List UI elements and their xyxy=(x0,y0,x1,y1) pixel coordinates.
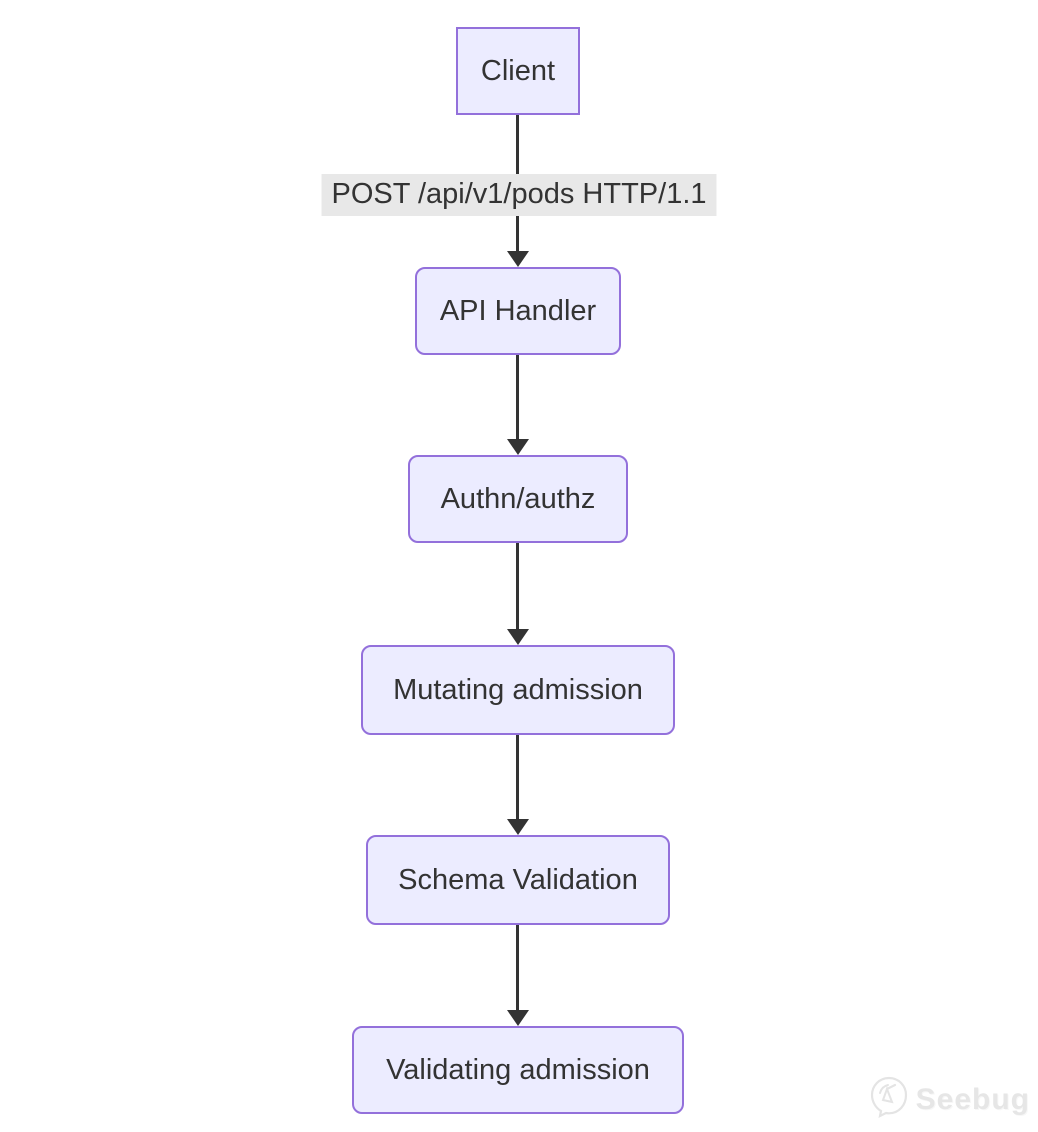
node-authn-authz: Authn/authz xyxy=(408,455,628,543)
arrowhead-icon xyxy=(507,439,529,455)
node-mutating-admission: Mutating admission xyxy=(361,645,675,735)
node-api-handler: API Handler xyxy=(415,267,621,355)
watermark: Seebug xyxy=(868,1075,1030,1124)
arrowhead-icon xyxy=(507,251,529,267)
edge-mutating-admission-to-schema-validation xyxy=(516,735,519,820)
watermark-text: Seebug xyxy=(915,1082,1030,1116)
node-schema-validation: Schema Validation xyxy=(366,835,670,925)
arrowhead-icon xyxy=(507,1010,529,1026)
node-validating-admission: Validating admission xyxy=(352,1026,684,1114)
edge-authn-authz-to-mutating-admission xyxy=(516,543,519,630)
arrowhead-icon xyxy=(507,819,529,835)
arrowhead-icon xyxy=(507,629,529,645)
seebug-logo-icon xyxy=(868,1075,910,1124)
node-client: Client xyxy=(456,27,580,115)
edge-label-http-request: POST /api/v1/pods HTTP/1.1 xyxy=(321,174,717,216)
edge-schema-validation-to-validating-admission xyxy=(516,925,519,1011)
edge-api-handler-to-authn-authz xyxy=(516,355,519,440)
